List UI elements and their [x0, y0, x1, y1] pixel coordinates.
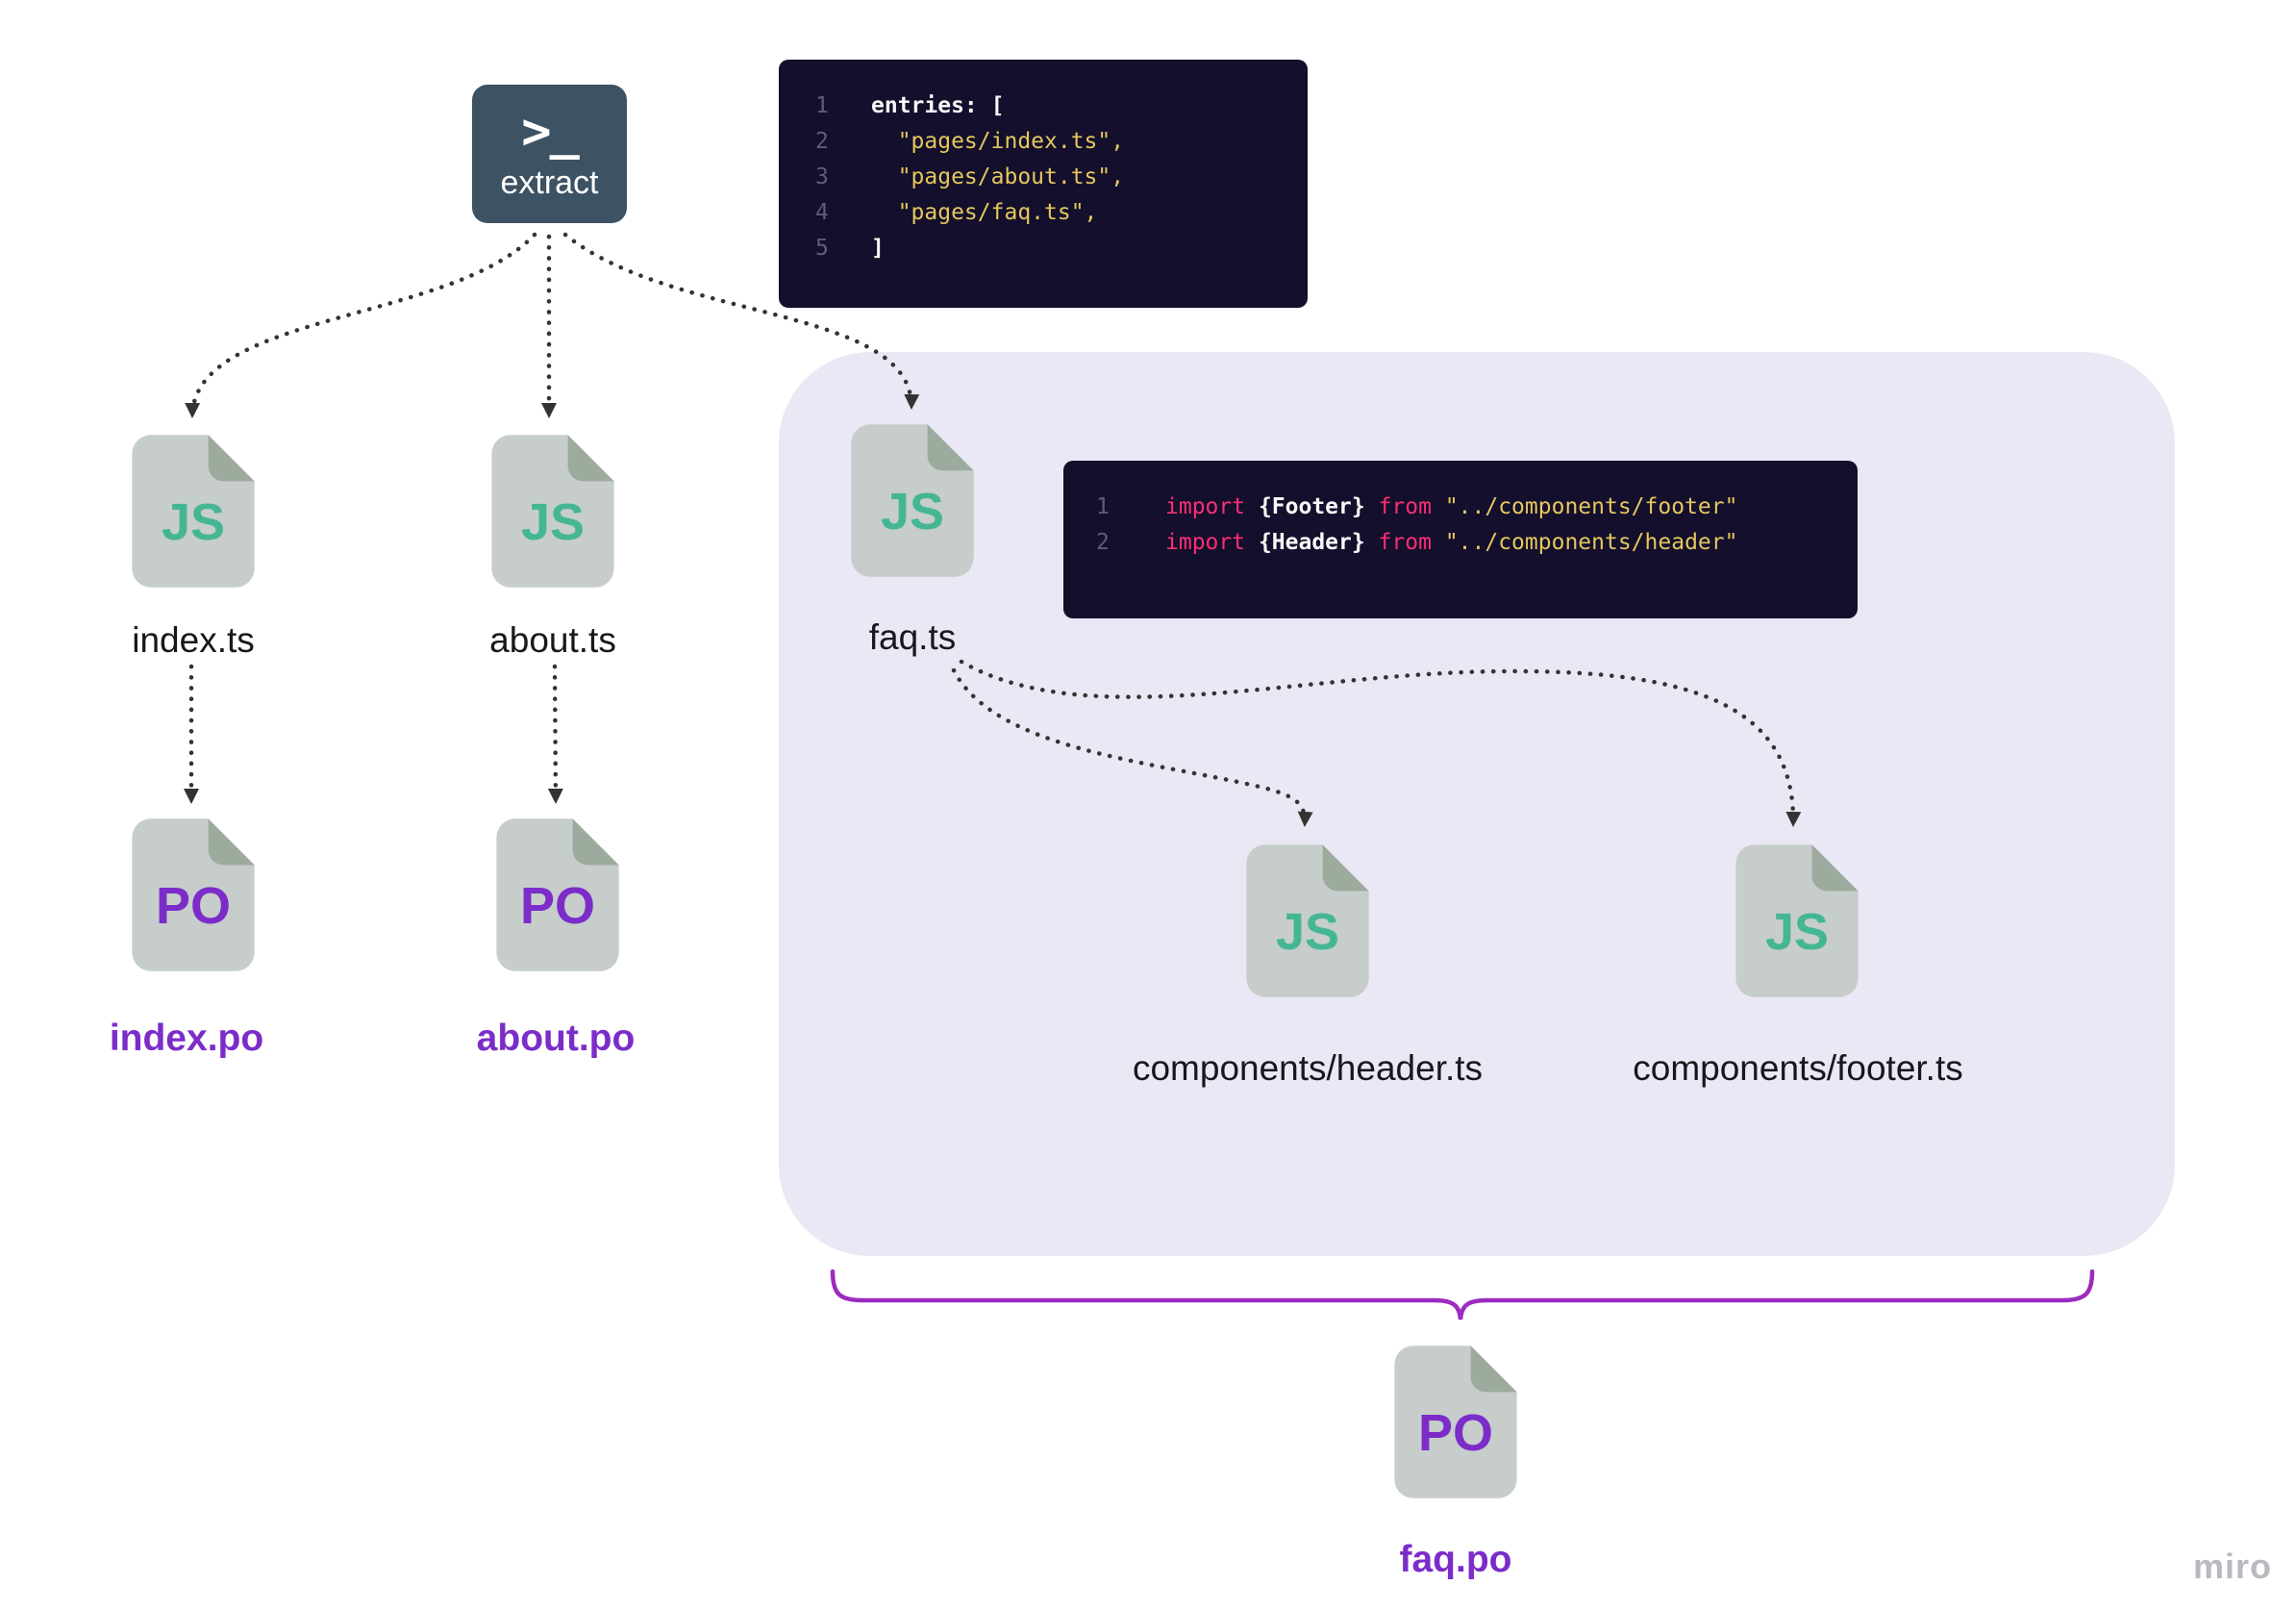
file-icon	[491, 435, 614, 588]
file-label-header-ts: components/header.ts	[1132, 1048, 1484, 1088]
file-label-faq-po: faq.po	[1399, 1539, 1512, 1580]
file-icon	[496, 818, 619, 971]
file-label-about-po: about.po	[476, 1018, 636, 1059]
file-label-faq-ts: faq.ts	[868, 617, 957, 657]
line-number: 2	[815, 129, 829, 154]
import-object: {Header}	[1245, 530, 1379, 555]
import-path: "../components/header"	[1431, 530, 1738, 555]
file-icon	[132, 435, 255, 588]
code-line: 2 import {Header} from "../components/hea…	[1096, 525, 1858, 561]
line-number: 1	[1096, 494, 1110, 519]
file-icon	[1394, 1346, 1517, 1498]
file-icon	[851, 424, 974, 577]
code-line: 1 import {Footer} from "../components/foo…	[1096, 490, 1858, 525]
keyword: from	[1378, 530, 1432, 555]
line-number: 2	[1096, 530, 1110, 555]
po-badge: PO	[519, 876, 596, 935]
keyword: import	[1165, 494, 1246, 519]
js-badge: JS	[1275, 902, 1340, 961]
arrow-extract-to-index-ts	[185, 232, 537, 419]
file-icon	[132, 818, 255, 971]
file-node-header-ts: JS	[1245, 843, 1370, 998]
miro-watermark: miro	[2193, 1547, 2273, 1586]
keyword: import	[1165, 530, 1246, 555]
code-text: "pages/faq.ts",	[871, 200, 1098, 225]
code-line: 1 entries: [	[815, 88, 1308, 124]
keyword: from	[1378, 494, 1432, 519]
js-badge: JS	[1764, 902, 1830, 961]
file-icon	[1246, 844, 1369, 997]
file-label-index-ts: index.ts	[132, 620, 255, 660]
import-object: {Footer}	[1245, 494, 1379, 519]
po-badge: PO	[1417, 1403, 1494, 1462]
js-badge: JS	[161, 492, 226, 551]
file-label-about-ts: about.ts	[489, 620, 616, 660]
js-badge: JS	[880, 482, 945, 541]
code-line: 5]	[815, 231, 1308, 266]
entries-code-block: 1 entries: [ 2 "pages/index.ts", 3 "pages…	[779, 60, 1308, 308]
file-label-footer-ts: components/footer.ts	[1633, 1048, 1963, 1088]
code-text: "pages/about.ts",	[871, 164, 1125, 189]
arrow-about-ts-to-about-po	[547, 664, 563, 805]
line-number: 4	[815, 200, 829, 225]
po-badge: PO	[155, 876, 232, 935]
file-node-footer-ts: JS	[1734, 843, 1859, 998]
group-brace	[830, 1269, 2095, 1321]
js-badge: JS	[520, 492, 586, 551]
file-node-about-po: PO	[495, 818, 620, 972]
code-line: 4 "pages/faq.ts",	[815, 195, 1308, 231]
file-node-faq-ts: JS	[850, 423, 975, 578]
code-text: "pages/index.ts",	[871, 129, 1125, 154]
file-icon	[1735, 844, 1859, 997]
line-number: 3	[815, 164, 829, 189]
extract-node: >_ extract	[472, 85, 627, 223]
extract-label: extract	[500, 164, 599, 201]
file-node-index-po: PO	[131, 818, 256, 972]
line-number: 5	[815, 236, 829, 261]
code-line: 2 "pages/index.ts",	[815, 124, 1308, 160]
file-node-about-ts: JS	[490, 434, 615, 589]
code-text: entries: [	[871, 93, 1005, 118]
code-text: ]	[871, 236, 885, 261]
terminal-prompt-icon: >_	[521, 102, 580, 161]
line-number: 1	[815, 93, 829, 118]
import-path: "../components/footer"	[1431, 494, 1738, 519]
file-node-faq-po: PO	[1393, 1345, 1518, 1499]
imports-code-block: 1 import {Footer} from "../components/foo…	[1063, 461, 1858, 618]
file-node-index-ts: JS	[131, 434, 256, 589]
code-line: 3 "pages/about.ts",	[815, 160, 1308, 195]
file-label-index-po: index.po	[109, 1018, 264, 1059]
